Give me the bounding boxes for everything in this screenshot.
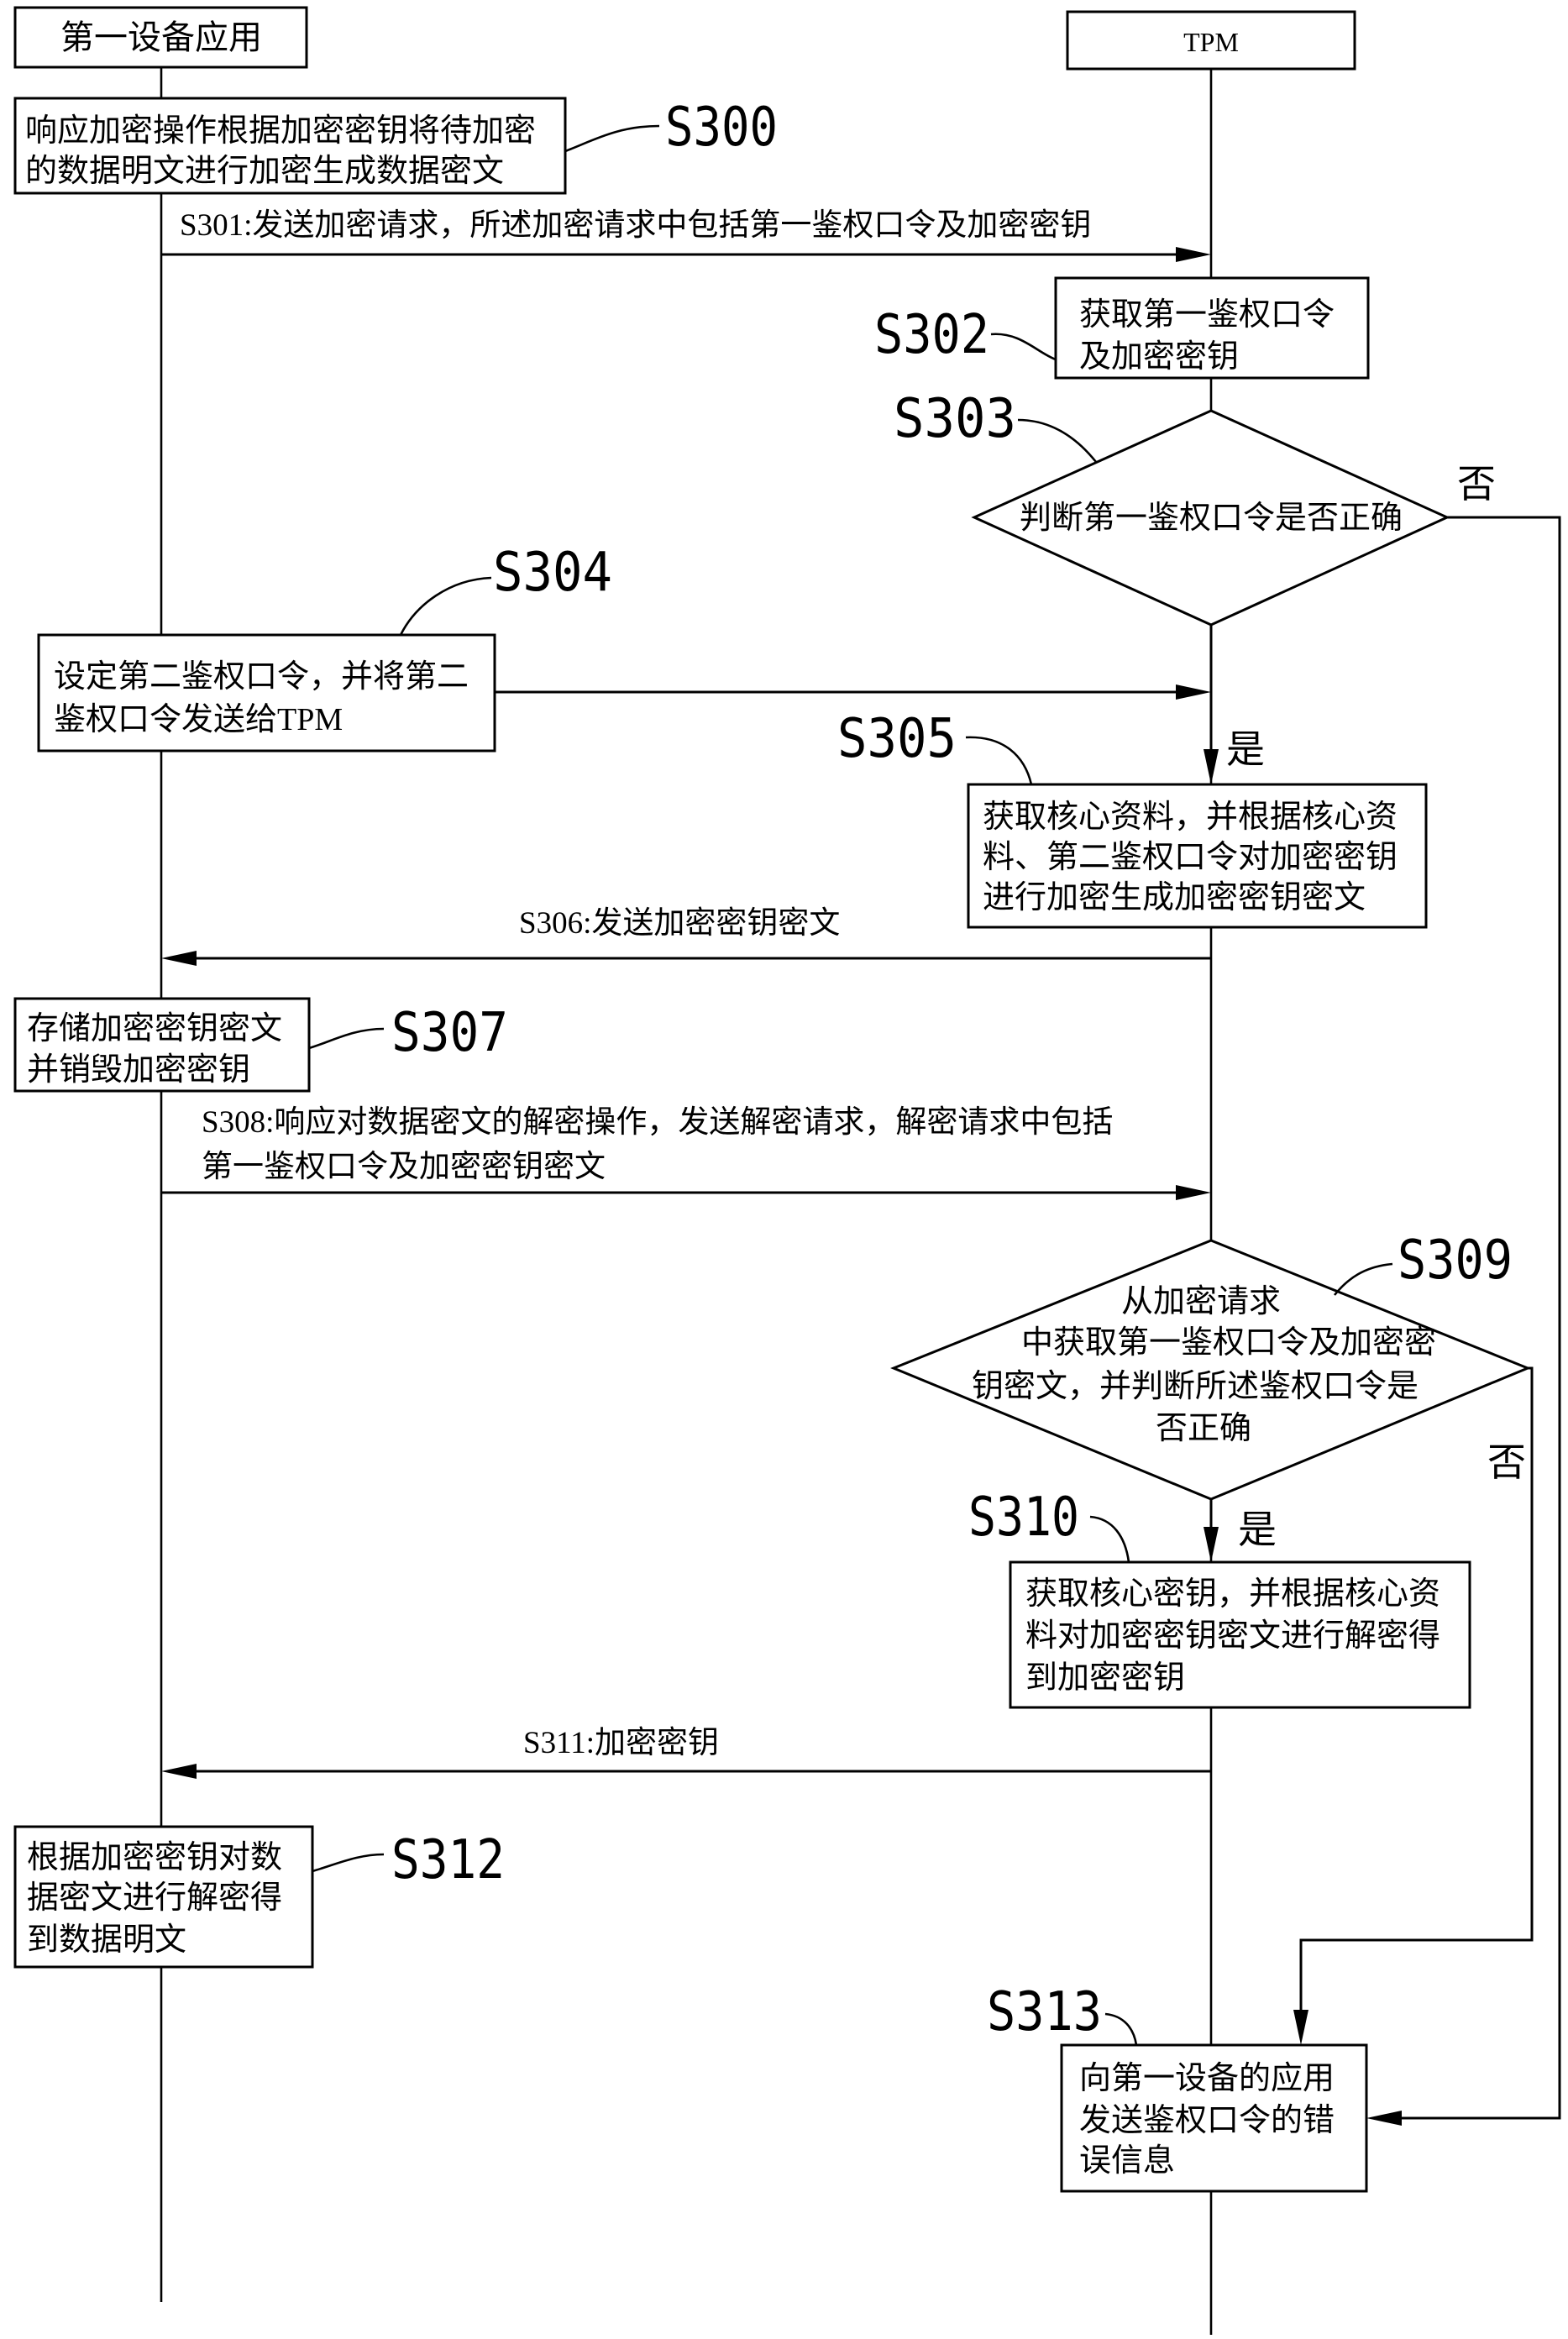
step-s300: 响应加密操作根据加密密钥将待加密 的数据明文进行加密生成数据密文 S300 [13,97,778,195]
decision-s303-yes-label: 是 [1226,728,1265,771]
step-s312-text-line: 据密文进行解密得 [27,1880,282,1916]
step-s312-text-line: 根据加密密钥对数 [27,1840,282,1875]
step-s313-text-line: 误信息 [1079,2143,1175,2179]
step-s302-label: S302 [874,304,989,366]
step-s310-box [1009,1560,1471,1709]
step-s305-leader [965,736,1033,785]
step-s313: 向第一设备的应用 发送鉴权口令的错 误信息 S313 [987,1981,1368,2193]
message-s311: S311:加密密钥 [161,1725,1211,1779]
step-s302-text-line: 及加密密钥 [1079,339,1239,375]
arrowhead-right [1176,247,1211,262]
message-s311-text: S311:加密密钥 [523,1725,719,1760]
decision-s309-leader [1333,1262,1393,1296]
step-s312-box [13,1825,314,1969]
message-s301-text: S301:发送加密请求，所述加密请求中包括第一鉴权口令及加密密钥 [180,207,1091,243]
tpm-header-box [1066,10,1356,71]
arrowhead-down [1204,749,1219,784]
step-s307-text-line: 并销毁加密密钥 [27,1052,250,1088]
decision-s309-text-line: 中获取第一鉴权口令及加密密 [1021,1325,1436,1361]
step-s313-text-line: 发送鉴权口令的错 [1079,2103,1335,2138]
step-s310-label: S310 [968,1487,1079,1549]
step-s313-text-line: 向第一设备的应用 [1079,2061,1335,2096]
step-s302-box [1054,276,1370,380]
app-header-label: 第一设备应用 [60,18,262,56]
decision-s303-no-connector [1402,516,1561,2120]
step-s312-leader [312,1853,385,1873]
tpm-header-label: TPM [1183,27,1239,57]
message-s308-text-line: 第一鉴权口令及加密密钥密文 [202,1149,606,1184]
step-s310-text-line: 到加密密钥 [1025,1660,1185,1696]
step-s304: 设定第二鉴权口令，并将第二 鉴权口令发送给TPM S304 [37,542,1211,753]
step-s312: 根据加密密钥对数 据密文进行解密得 到数据明文 S312 [13,1825,505,1969]
step-s300-text-line: 响应加密操作根据加密密钥将待加密 [25,113,536,149]
step-s313-leader [1104,2012,1138,2046]
decision-s303-label: S303 [894,388,1016,450]
decision-s309-no-label: 否 [1487,1441,1526,1484]
decision-s309-text-line: 钥密文，并判断所述鉴权口令是 [972,1369,1419,1404]
decision-s303: 判断第一鉴权口令是否正确 S303 否 是 [894,388,1561,2126]
arrowhead-left [161,1764,197,1779]
step-s302-text-line: 获取第一鉴权口令 [1079,297,1335,333]
arrowhead-down [1204,1527,1219,1562]
step-s304-text-line: 设定第二鉴权口令，并将第二 [54,659,469,695]
step-s304-leader [399,576,492,636]
message-s301: S301:发送加密请求，所述加密请求中包括第一鉴权口令及加密密钥 [161,207,1211,262]
step-s304-label: S304 [493,542,612,604]
decision-s309: 从加密请求 中获取第一鉴权口令及加密密 钥密文，并判断所述鉴权口令是 否正确 S… [890,1230,1534,2045]
step-s300-text-line: 的数据明文进行加密生成数据密文 [25,154,504,189]
message-s308-text-line: S308:响应对数据密文的解密操作，发送解密请求，解密请求中包括 [202,1104,1113,1140]
decision-s309-label: S309 [1398,1230,1513,1292]
decision-s303-leader [1017,418,1098,463]
step-s300-leader [564,124,660,153]
step-s307-label: S307 [391,1002,508,1064]
tpm-participant-header: TPM [1066,10,1356,71]
step-s313-label: S313 [987,1981,1102,2043]
decision-s309-text-line: 从加密请求 [1121,1284,1281,1319]
step-s302: 获取第一鉴权口令 及加密密钥 S302 [874,276,1370,380]
step-s305: 获取核心资料，并根据核心资 料、第二鉴权口令对加密密钥 进行加密生成加密密钥密文… [837,708,1428,929]
step-s307-box [13,997,311,1093]
step-s310: 获取核心密钥，并根据核心资 料对加密密钥密文进行解密得 到加密密钥 S310 [968,1487,1471,1709]
step-s300-box [13,97,567,195]
step-s302-leader [990,333,1057,361]
arrowhead-down [1293,2010,1308,2045]
step-s305-label: S305 [837,708,957,770]
step-s305-text-line: 料、第二鉴权口令对加密密钥 [983,840,1398,875]
step-s312-label: S312 [391,1829,505,1891]
decision-s303-text: 判断第一鉴权口令是否正确 [1020,501,1403,536]
app-participant-header: 第一设备应用 [13,6,308,69]
step-s310-text-line: 获取核心密钥，并根据核心资 [1025,1576,1440,1612]
arrowhead-right [1176,684,1211,700]
message-s306: S306:发送加密密钥密文 [161,905,1211,966]
step-s307: 存储加密密钥密文 并销毁加密密钥 S307 [13,997,508,1093]
decision-s309-no-connector [1299,1366,1534,2011]
app-header-box [13,6,308,69]
step-s312-text-line: 到数据明文 [27,1922,186,1958]
arrowhead-left [161,951,197,966]
step-s307-leader [308,1027,385,1050]
step-s307-text-line: 存储加密密钥密文 [27,1011,282,1046]
step-s300-label: S300 [665,97,778,159]
step-s305-text-line: 进行加密生成加密密钥密文 [983,880,1366,915]
step-s310-leader [1089,1515,1130,1563]
step-s305-text-line: 获取核心资料，并根据核心资 [983,800,1398,835]
decision-s303-no-label: 否 [1457,463,1496,506]
step-s305-box [967,783,1428,929]
message-s308: S308:响应对数据密文的解密操作，发送解密请求，解密请求中包括 第一鉴权口令及… [161,1104,1211,1200]
decision-s309-text-line: 否正确 [1156,1411,1251,1446]
decision-s309-yes-label: 是 [1238,1508,1277,1551]
step-s310-text-line: 料对加密密钥密文进行解密得 [1025,1618,1440,1654]
message-s306-text: S306:发送加密密钥密文 [519,905,840,941]
arrowhead-left [1366,2111,1402,2126]
step-s304-text-line: 鉴权口令发送给TPM [54,702,343,737]
arrowhead-right [1176,1185,1211,1200]
step-s304-box [37,633,496,753]
step-s313-box [1060,2043,1368,2193]
